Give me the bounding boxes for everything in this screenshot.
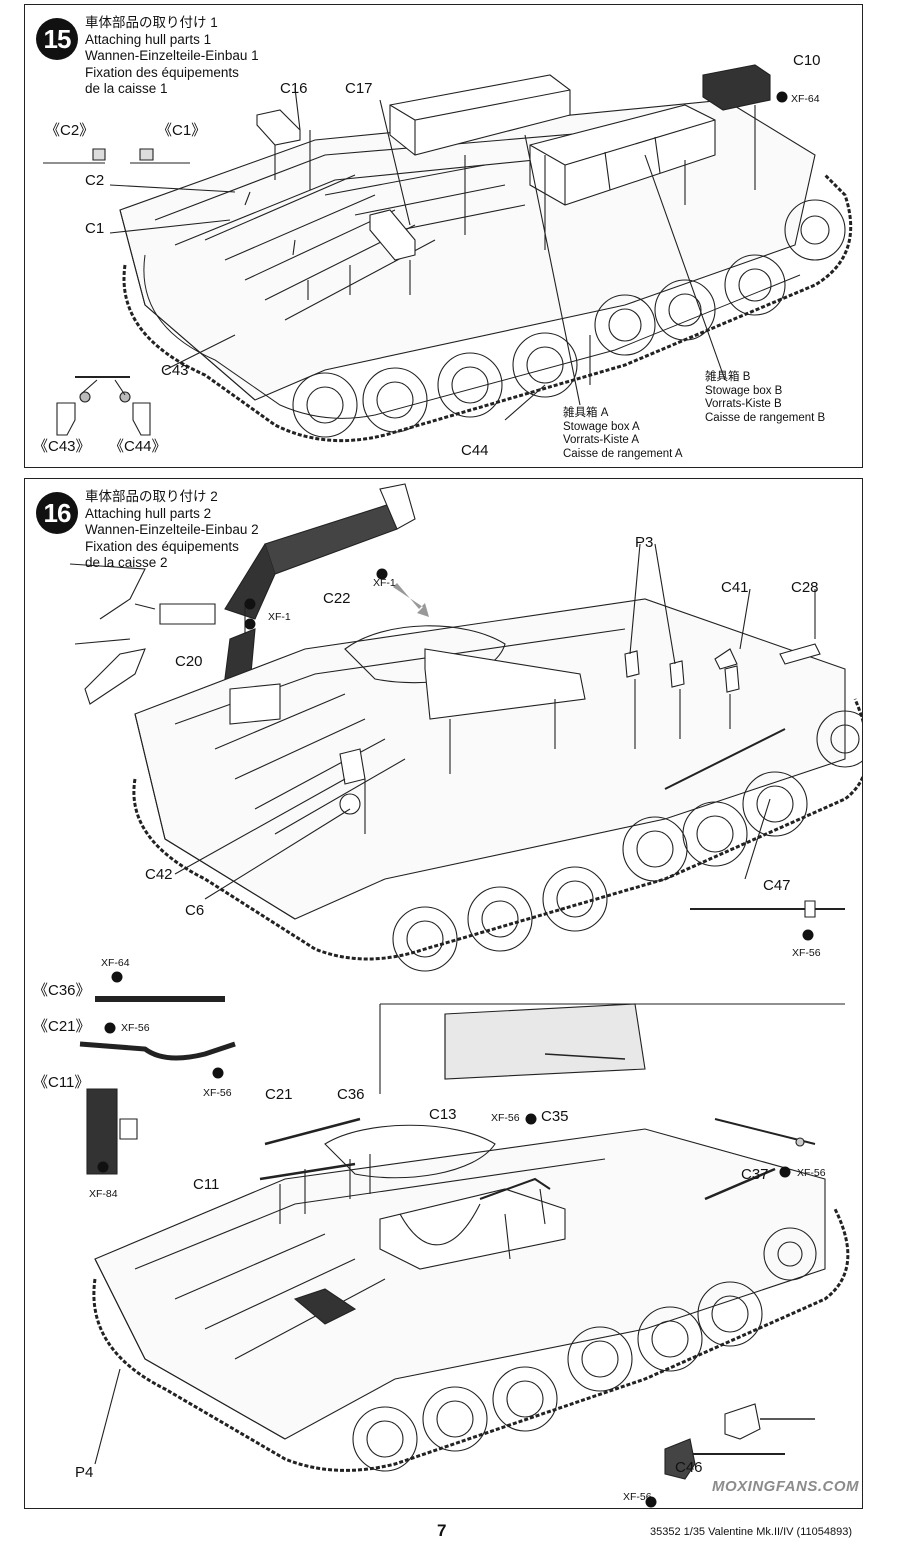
title-en: Attaching hull parts 2 [85,505,212,521]
label-c21: C21 [265,1086,293,1103]
step-number-16: 16 [36,492,78,534]
step-15-drawing [43,64,853,443]
label-c46: C46 [675,1459,703,1476]
paint-xf1-b: XF-1 [268,611,291,623]
label-c21-alt: 《C21》 [33,1018,91,1035]
title-jp: 車体部品の取り付け 1 [85,15,218,30]
label-c11: C11 [193,1176,220,1193]
title-fr-2: de la caisse 1 [85,81,168,96]
title-de: Wannen-Einzelteile-Einbau 2 [85,522,259,537]
paint-xf56-c46: XF-56 [623,1491,652,1503]
stowage-box-b-label: 雑具箱 B Stowage box B Vorrats-Kiste B Cais… [705,371,826,424]
paint-xf64: XF-64 [101,957,130,969]
step-16-title: 車体部品の取り付け 2 Attaching hull parts 2 Wanne… [85,489,259,572]
label-c36: C36 [337,1086,365,1103]
label-c37: C37 [741,1166,769,1183]
label-p3: P3 [635,534,654,551]
page-number: 7 [437,1521,447,1540]
label-c1-alt: 《C1》 [157,122,207,139]
paint-xf56-c21-a: XF-56 [121,1022,150,1034]
label-p4: P4 [75,1464,94,1481]
paint-xf64: XF-64 [791,93,820,105]
step-16-drawing [69,483,862,1508]
watermark: MOXINGFANS.COM [712,1478,860,1495]
label-c20: C20 [175,653,203,670]
label-c36-alt: 《C36》 [33,982,91,999]
label-c44: C44 [461,442,489,459]
label-c42: C42 [145,866,173,883]
label-c16: C16 [280,80,308,97]
label-c1: C1 [85,220,105,237]
paint-xf56-c35: XF-56 [491,1112,520,1124]
step-15-panel: 15 車体部品の取り付け 1 Attaching hull parts 1 Wa… [24,4,863,468]
paint-xf84: XF-84 [89,1188,118,1200]
title-fr-1: Fixation des équipements [85,64,239,80]
label-c41: C41 [721,579,749,596]
label-c28: C28 [791,579,819,596]
label-c47: C47 [763,877,791,894]
title-en: Attaching hull parts 1 [85,31,212,47]
title-fr-1: Fixation des équipements [85,538,239,554]
paint-xf56-c21-b: XF-56 [203,1087,232,1099]
label-c35: C35 [541,1108,569,1125]
label-c43-alt: 《C43》 [33,438,91,455]
label-c22: C22 [323,590,351,607]
label-c13: C13 [429,1106,457,1123]
paint-xf56-c47: XF-56 [792,947,821,959]
stowage-box-a-label: 雑具箱 A Stowage box A Vorrats-Kiste A Cais… [563,407,683,460]
step-16-panel: 16 車体部品の取り付け 2 Attaching hull parts 2 Wa… [24,478,863,1509]
step-number-15: 15 [36,18,78,60]
title-jp: 車体部品の取り付け 2 [85,489,218,504]
label-c11-alt: 《C11》 [33,1074,90,1091]
label-c6: C6 [185,902,205,919]
label-c10: C10 [793,52,821,69]
title-de: Wannen-Einzelteile-Einbau 1 [85,48,259,63]
footer-text: 35352 1/35 Valentine Mk.II/IV (11054893) [650,1526,853,1538]
label-c17: C17 [345,80,373,97]
label-c44-alt: 《C44》 [109,438,167,455]
label-c2: C2 [85,172,105,189]
paint-xf1-a: XF-1 [373,577,396,589]
paint-xf56-c37: XF-56 [797,1167,826,1179]
label-c2-alt: 《C2》 [45,122,95,139]
step-15-title: 車体部品の取り付け 1 Attaching hull parts 1 Wanne… [85,15,259,98]
title-fr-2: de la caisse 2 [85,555,168,570]
label-c43: C43 [161,362,189,379]
